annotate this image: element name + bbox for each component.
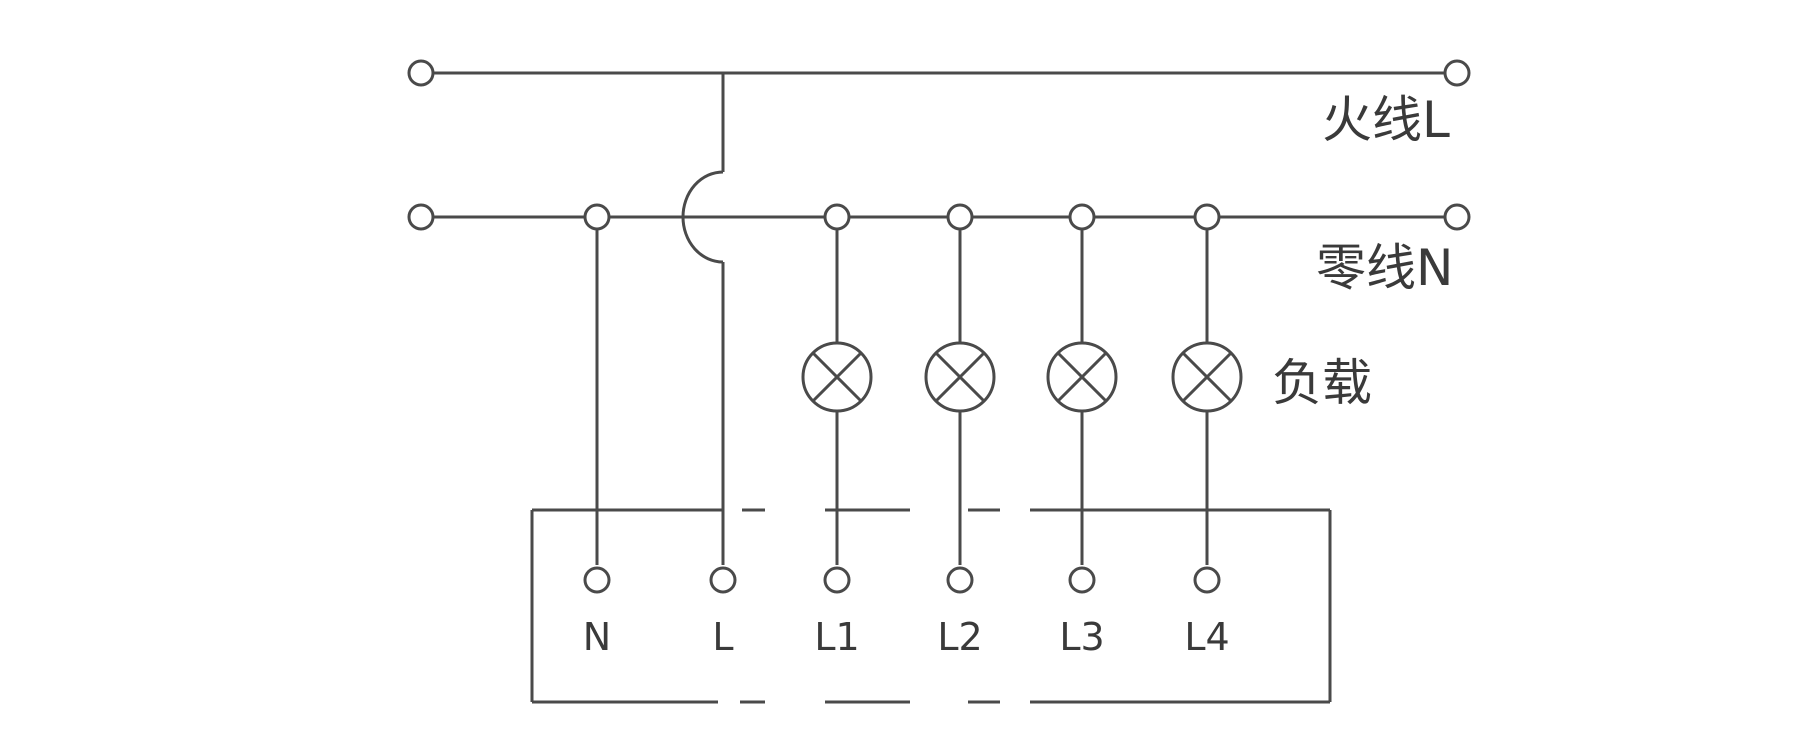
live-line-label: 火线L [1322,91,1450,149]
live-line-right-terminal [1443,59,1471,87]
load-1-junction [823,203,851,231]
terminal-n [583,566,611,594]
module-terminals [583,566,1221,594]
control-module-outline [530,508,1332,704]
load-branch-4 [1171,203,1243,565]
live-line-left-terminal [407,59,435,87]
terminal-l4 [1193,566,1221,594]
neutral-junction [583,203,611,231]
load-branch-1 [801,203,873,565]
load-3-junction [1068,203,1096,231]
load-label: 负载 [1272,354,1372,412]
terminal-l3 [1068,566,1096,594]
neutral-line-right-terminal [1443,203,1471,231]
terminal-label-l3: L3 [1059,615,1104,659]
terminal-label-n: N [583,615,611,659]
load-branch-2 [924,203,996,565]
terminal-l1 [823,566,851,594]
neutral-line-label: 零线N [1316,239,1453,297]
neutral-line [407,203,1471,231]
neutral-line-left-terminal [407,203,435,231]
lamp-icon [924,341,996,413]
terminal-label-l2: L2 [937,615,982,659]
terminal-label-l: L [712,615,733,659]
lamp-icon [1046,341,1118,413]
load-4-junction [1193,203,1221,231]
load-branch-3 [1046,203,1118,565]
terminal-l2 [946,566,974,594]
terminal-label-l1: L1 [814,615,859,659]
terminal-label-l4: L4 [1184,615,1229,659]
live-drop-wire [681,73,725,565]
lamp-icon [1171,341,1243,413]
live-line [407,59,1471,87]
load-2-junction [946,203,974,231]
lamp-icon [801,341,873,413]
terminal-l [709,566,737,594]
neutral-drop-wire [583,203,611,565]
